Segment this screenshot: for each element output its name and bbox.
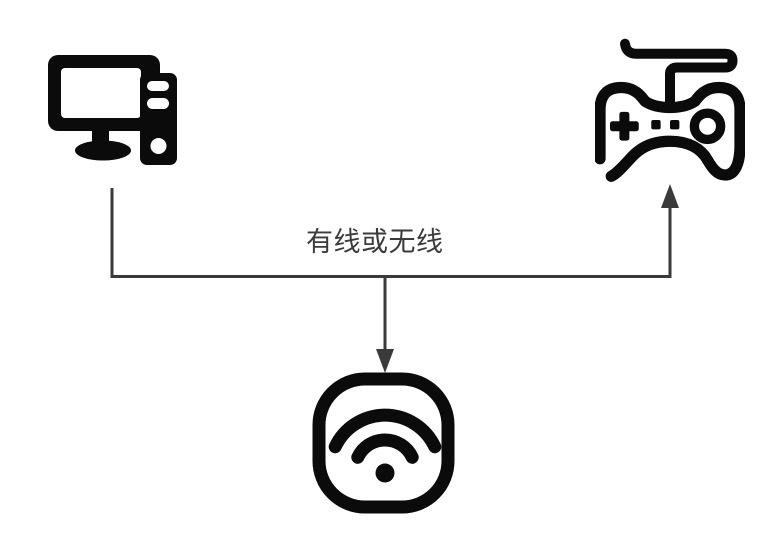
- desktop-computer-icon: [48, 55, 177, 165]
- arrowhead-down-icon: [376, 349, 394, 373]
- edge-label: 有线或无线: [306, 227, 444, 257]
- wifi-router-icon: [312, 372, 455, 514]
- node-game-controller: [595, 35, 745, 185]
- node-computer: [48, 53, 178, 167]
- arrowhead-up-icon: [661, 184, 679, 208]
- node-wifi-router: [311, 371, 457, 517]
- gamepad-icon: [595, 38, 745, 182]
